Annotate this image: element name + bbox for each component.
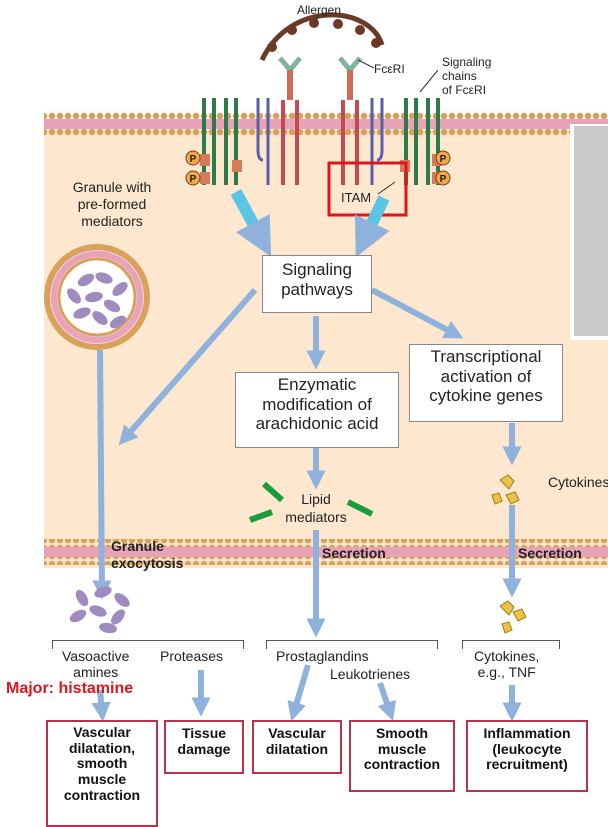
arrow-to-vascular bbox=[287, 664, 311, 722]
outcome-vascular-dilatation: Vascular dilatation bbox=[252, 720, 342, 774]
svg-text:P: P bbox=[190, 174, 197, 185]
svg-text:Granule with: Granule with bbox=[73, 179, 152, 195]
outcome-inflammation: Inflammation (leukocyte recruitment) bbox=[466, 720, 588, 792]
svg-text:mediators: mediators bbox=[285, 509, 346, 525]
outcome-tissue-damage: Tissue damage bbox=[164, 720, 244, 774]
itam-label: ITAM bbox=[341, 190, 371, 205]
secretion-label-cytokine: Secretion bbox=[518, 545, 582, 561]
enzymatic-line3: arachidonic acid bbox=[255, 414, 379, 434]
arrow-to-vascular-smooth bbox=[91, 689, 111, 722]
transcriptional-activation-box: Transcriptional activation of cytokine g… bbox=[409, 344, 563, 422]
enzymatic-line2: modification of bbox=[262, 394, 372, 414]
svg-text:mediators: mediators bbox=[81, 213, 142, 229]
secretion-label-lipid: Secretion bbox=[322, 545, 386, 561]
cytokine-icons bbox=[491, 474, 527, 634]
outcome-vascular-smooth: Vascular dilatation, smooth muscle contr… bbox=[46, 720, 158, 827]
transcriptional-line3: cytokine genes bbox=[429, 386, 543, 406]
arrow-to-transcriptional bbox=[370, 287, 464, 339]
svg-text:Granule: Granule bbox=[111, 538, 164, 554]
flow-arrows bbox=[91, 287, 522, 722]
micrograph-inset bbox=[570, 124, 608, 340]
enzymatic-line1: Enzymatic bbox=[277, 375, 357, 394]
lipid-mediator-icons bbox=[248, 481, 374, 523]
granule-label: Granule with pre-formed mediators bbox=[73, 179, 152, 229]
svg-text:exocytosis: exocytosis bbox=[111, 555, 184, 571]
fceri-receptor-left: P P bbox=[185, 56, 302, 186]
proteases-label: Proteases bbox=[160, 648, 224, 664]
major-histamine-annotation: Major: histamine bbox=[6, 680, 134, 697]
arrow-granule-down bbox=[92, 349, 112, 600]
granule bbox=[44, 244, 150, 350]
top-membrane bbox=[44, 111, 608, 137]
enzymatic-modification-box: Enzymatic modification of arachidonic ac… bbox=[235, 372, 399, 448]
signaling-pathways-box: Signaling pathways bbox=[262, 255, 372, 313]
signaling-pathways-line1: Signaling bbox=[282, 260, 352, 279]
bracket-lipid-products bbox=[266, 640, 438, 649]
bracket-granule-products bbox=[52, 640, 244, 649]
svg-text:Signaling: Signaling bbox=[442, 55, 491, 69]
svg-text:P: P bbox=[190, 154, 197, 165]
released-granules bbox=[69, 586, 130, 634]
transcriptional-line2: activation of bbox=[440, 366, 532, 386]
arrow-to-granule bbox=[118, 288, 258, 446]
leukotrienes-label: Leukotrienes bbox=[330, 666, 411, 682]
granule-exocytosis-label: Granule exocytosis bbox=[111, 538, 184, 571]
arrow-receptor-left bbox=[230, 189, 272, 257]
svg-text:P: P bbox=[440, 174, 447, 185]
signaling-chains-label: Signaling chains of FcεRI bbox=[442, 55, 491, 97]
svg-text:Lipid: Lipid bbox=[301, 491, 331, 507]
allergen-label: Allergen bbox=[297, 3, 341, 17]
prostaglandins-label: Prostaglandins bbox=[276, 648, 369, 664]
svg-text:of FcεRI: of FcεRI bbox=[442, 83, 486, 97]
svg-text:chains: chains bbox=[442, 69, 477, 83]
svg-text:P: P bbox=[440, 154, 447, 165]
vasoactive-amines-label: Vasoactive amines bbox=[62, 648, 130, 681]
svg-text:pre-formed: pre-formed bbox=[78, 196, 146, 212]
transcriptional-line1: Transcriptional bbox=[430, 347, 542, 366]
lipid-mediators-label: Lipid mediators bbox=[285, 491, 346, 525]
arrow-receptor-right bbox=[354, 195, 390, 258]
bottom-membrane bbox=[44, 539, 608, 565]
cytokines-tnf-label: Cytokines, e.g., TNF bbox=[474, 648, 540, 681]
arrow-to-smooth bbox=[377, 682, 396, 722]
cytokines-label: Cytokines bbox=[548, 474, 608, 490]
bracket-cytokine-products bbox=[462, 640, 560, 649]
outcome-smooth-muscle: Smooth muscle contraction bbox=[349, 720, 455, 792]
fceri-label: FcεRI bbox=[374, 62, 405, 76]
signaling-pathways-line2: pathways bbox=[281, 279, 353, 299]
allergen bbox=[259, 12, 385, 62]
